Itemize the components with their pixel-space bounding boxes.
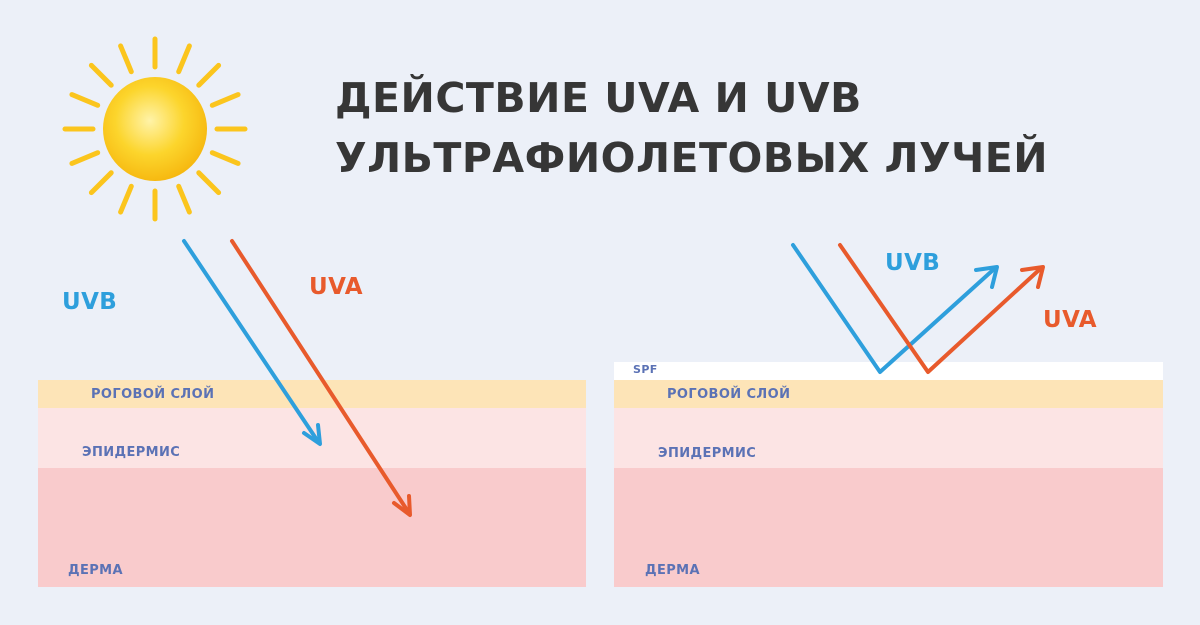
right-dermis-label: ДЕРМА bbox=[645, 563, 700, 578]
sun-disc bbox=[103, 77, 207, 181]
sun-ray bbox=[209, 92, 241, 108]
spf-label: SPF bbox=[633, 363, 658, 376]
right-uva-label: UVA bbox=[1043, 307, 1097, 333]
spf-layer bbox=[614, 362, 1163, 380]
left-uvb-arrow bbox=[182, 239, 322, 446]
sun-ray bbox=[196, 170, 222, 196]
right-skin-diagram bbox=[614, 362, 1163, 587]
sun-ray bbox=[176, 183, 192, 215]
sun-icon bbox=[62, 36, 248, 222]
right-epidermis-label: ЭПИДЕРМИС bbox=[658, 446, 757, 461]
sun-ray bbox=[69, 92, 101, 108]
right-dermis-layer bbox=[614, 468, 1163, 587]
right-uvb-label: UVB bbox=[885, 250, 941, 276]
right-uva-reflected-arrow bbox=[838, 243, 1045, 374]
left-horny-layer bbox=[38, 380, 586, 408]
left-uvb-label: UVB bbox=[62, 289, 118, 315]
right-uvb-reflected-arrow bbox=[791, 243, 999, 374]
left-uva-arrow bbox=[230, 239, 412, 517]
right-epidermis-layer bbox=[614, 408, 1163, 468]
left-epidermis-label: ЭПИДЕРМИС bbox=[82, 445, 181, 460]
left-horny-layer-label: РОГОВОЙ СЛОЙ bbox=[91, 387, 215, 402]
title-line-1: ДЕЙСТВИЕ UVA И UVB bbox=[335, 74, 862, 122]
sun-rays bbox=[62, 36, 248, 222]
left-dermis-layer bbox=[38, 468, 586, 587]
left-dermis-label: ДЕРМА bbox=[68, 563, 123, 578]
right-horny-layer-label: РОГОВОЙ СЛОЙ bbox=[667, 387, 791, 402]
left-uva-label: UVA bbox=[309, 274, 363, 300]
page-title: ДЕЙСТВИЕ UVA И UVB УЛЬТРАФИОЛЕТОВЫХ ЛУЧЕ… bbox=[335, 68, 1048, 188]
left-skin-diagram bbox=[38, 380, 586, 587]
sun-ray bbox=[88, 62, 114, 88]
right-horny-layer bbox=[614, 380, 1163, 408]
title-line-2: УЛЬТРАФИОЛЕТОВЫХ ЛУЧЕЙ bbox=[335, 134, 1049, 182]
sun-ray bbox=[176, 43, 192, 75]
sun-ray bbox=[209, 150, 241, 166]
sun-ray bbox=[118, 183, 134, 215]
sun-ray bbox=[69, 150, 101, 166]
sun-ray bbox=[88, 170, 114, 196]
sun-ray bbox=[196, 62, 222, 88]
sun-ray bbox=[118, 43, 134, 75]
